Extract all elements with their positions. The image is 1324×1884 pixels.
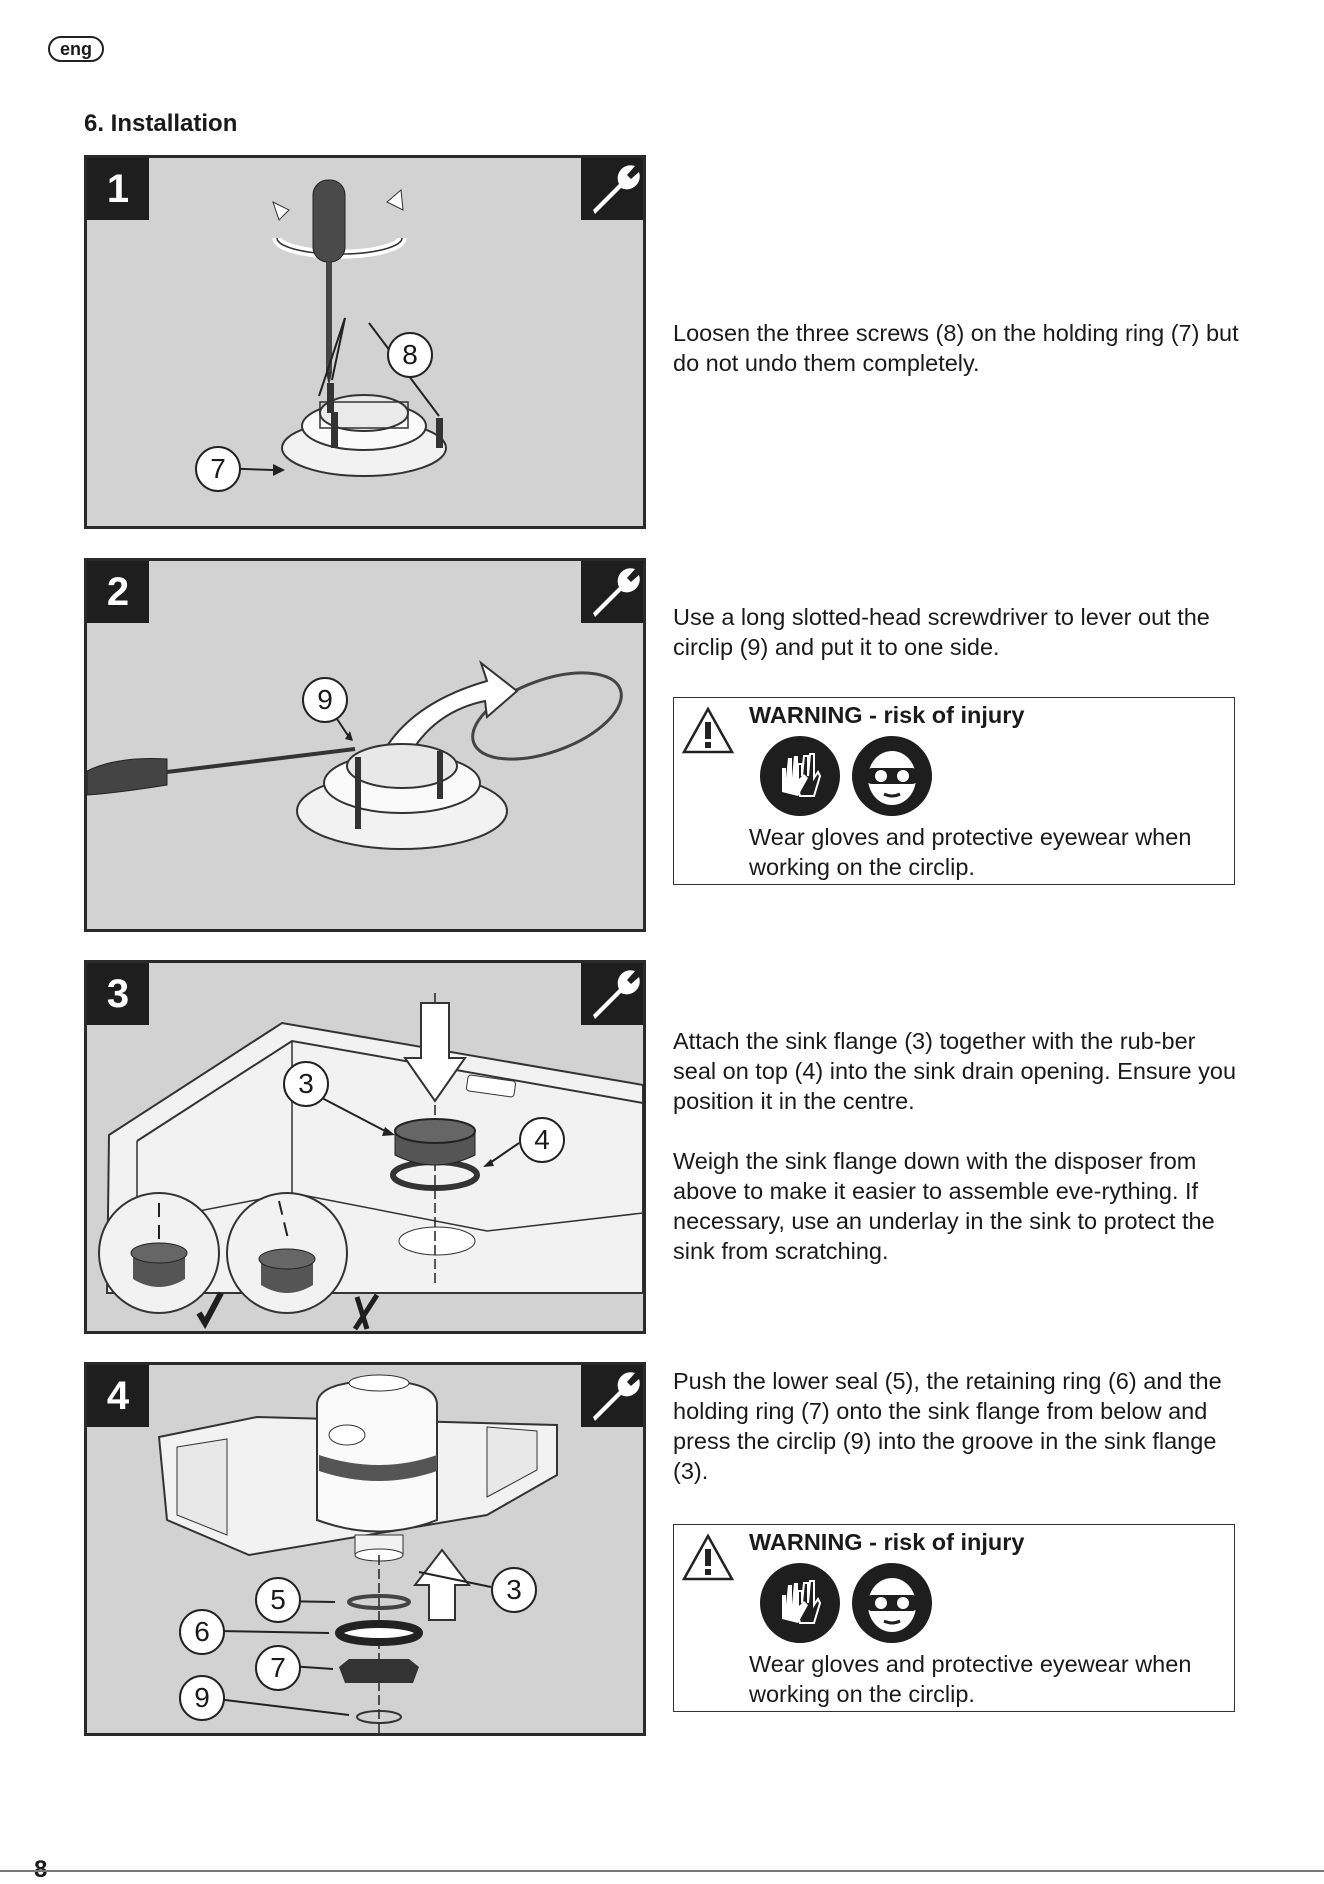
- warning-triangle-icon: [682, 1533, 734, 1581]
- step-3-text-1: Attach the sink flange (3) together with…: [673, 1028, 1237, 1114]
- circlip-removal-illustration: [87, 660, 623, 850]
- callout-screw-8: 8: [387, 332, 433, 378]
- callout-holding-ring-7: 7: [195, 446, 241, 492]
- warning-title: WARNING - risk of injury: [749, 702, 1025, 728]
- warning-triangle-icon: [682, 706, 734, 754]
- check-mark-icon: [196, 1291, 224, 1330]
- warning-box-step-2: WARNING - risk of injury Wear gloves and…: [673, 697, 1235, 885]
- step-number: 3: [87, 963, 149, 1025]
- warning-text: Wear gloves and protective eyewear when …: [749, 824, 1192, 880]
- warning-box-step-4: WARNING - risk of injury Wear gloves and…: [673, 1524, 1235, 1712]
- gloves-icon: [760, 1563, 840, 1643]
- callout-circlip-9: 9: [179, 1675, 225, 1721]
- step-number: 4: [87, 1365, 149, 1427]
- step-3-illustration: 3 3 4: [84, 960, 646, 1334]
- wrench-icon: [581, 158, 643, 220]
- callout-circlip-9: 9: [302, 677, 348, 723]
- warning-title: WARNING - risk of injury: [749, 1529, 1025, 1555]
- callout-holding-ring-7: 7: [255, 1645, 301, 1691]
- sink-flange-illustration: [98, 993, 643, 1331]
- language-badge: eng: [48, 36, 104, 62]
- callout-retaining-ring-6: 6: [179, 1609, 225, 1655]
- cross-mark-icon: [352, 1293, 380, 1331]
- step-4-illustration: 4 5 6 7 9 3: [84, 1362, 646, 1736]
- wrench-icon: [581, 963, 643, 1025]
- step-1-text: Loosen the three screws (8) on the holdi…: [673, 320, 1239, 376]
- warning-text: Wear gloves and protective eyewear when …: [749, 1651, 1192, 1707]
- step-number: 2: [87, 561, 149, 623]
- section-title: 6. Installation: [84, 110, 238, 137]
- step-4-text: Push the lower seal (5), the retaining r…: [673, 1368, 1222, 1484]
- step-3-text-2: Weigh the sink flange down with the disp…: [673, 1148, 1215, 1264]
- callout-rubber-seal-4: 4: [519, 1117, 565, 1163]
- wrench-icon: [581, 1365, 643, 1427]
- bottom-rule: [0, 1870, 1324, 1872]
- step-2-text: Use a long slotted-head screwdriver to l…: [673, 604, 1210, 660]
- step-2-illustration: 2 9: [84, 558, 646, 932]
- gloves-icon: [760, 736, 840, 816]
- eye-protection-icon: [852, 1563, 932, 1643]
- step-1-illustration: 1 8 7: [84, 155, 646, 529]
- callout-sink-flange-3: 3: [283, 1061, 329, 1107]
- eye-protection-icon: [852, 736, 932, 816]
- callout-sink-flange-3: 3: [491, 1567, 537, 1613]
- screwdriver-holding-ring-illustration: [216, 179, 447, 477]
- callout-lower-seal-5: 5: [255, 1577, 301, 1623]
- step-number: 1: [87, 158, 149, 220]
- disposer-assembly-illustration: [157, 1374, 558, 1733]
- wrench-icon: [581, 561, 643, 623]
